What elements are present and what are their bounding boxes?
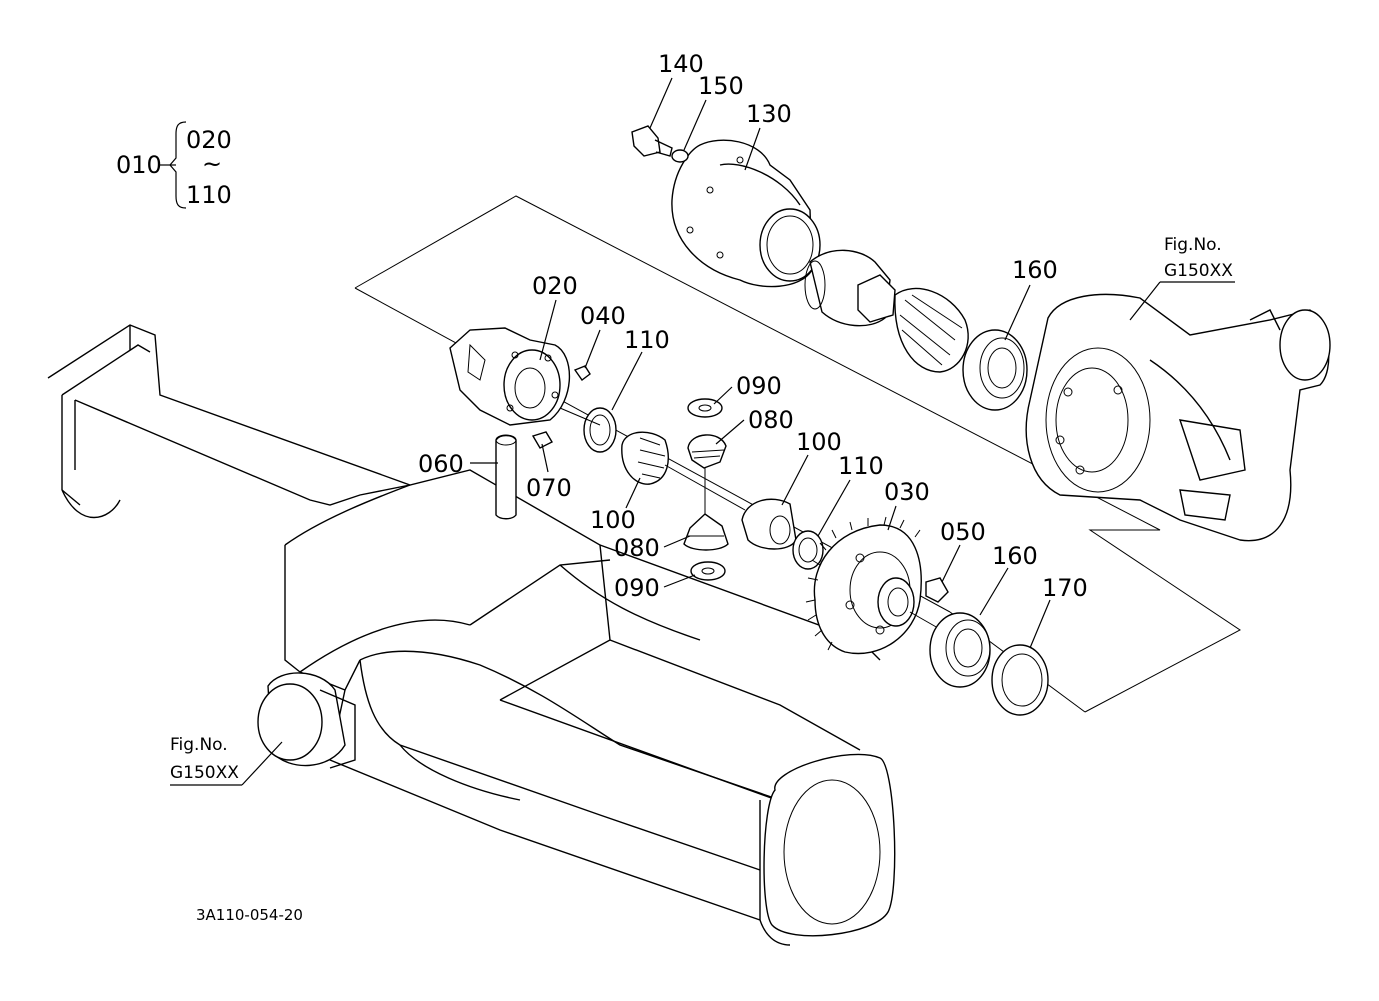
part-080-pinion-bottom <box>683 513 729 551</box>
part-020-diff-case <box>449 327 591 520</box>
right-gear-housing <box>1025 293 1331 542</box>
label-090-bottom: 090 <box>614 574 660 602</box>
part-160-bearing-bottom <box>929 612 991 688</box>
label-100-right: 100 <box>796 428 842 456</box>
label-160-bottom: 160 <box>992 542 1038 570</box>
drawing-code: 3A110-054-20 <box>196 906 303 924</box>
label-010: 010 <box>116 151 162 179</box>
part-100-side-gear-a <box>621 431 669 485</box>
fig-ref-code-left: G150XX <box>170 763 239 783</box>
part-030-ring-gear <box>805 516 949 655</box>
fig-ref-code-right: G150XX <box>1164 261 1233 281</box>
label-080-top: 080 <box>748 406 794 434</box>
label-100-left: 100 <box>590 506 636 534</box>
label-020: 020 <box>532 272 578 300</box>
axle-housing <box>47 324 896 946</box>
label-050: 050 <box>940 518 986 546</box>
part-160-bearing-top <box>962 329 1028 411</box>
label-bracket-first: 020 <box>186 126 232 154</box>
leader-lines <box>160 77 1235 786</box>
figure-reference-left: Fig.No. G150XX <box>170 735 239 783</box>
figure-reference-right: Fig.No. G150XX <box>1164 235 1233 281</box>
label-080-bottom: 080 <box>614 534 660 562</box>
label-110-left: 110 <box>624 326 670 354</box>
label-090-top: 090 <box>736 372 782 400</box>
label-150: 150 <box>698 72 744 100</box>
part-090-washer-bottom <box>690 561 726 581</box>
label-110-right: 110 <box>838 452 884 480</box>
label-060: 060 <box>418 450 464 478</box>
label-070: 070 <box>526 474 572 502</box>
part-170-seal <box>991 644 1049 716</box>
part-labels: 010 020 ~ 110 020 030 040 050 060 070 08… <box>116 50 1088 602</box>
part-090-washer-top <box>687 398 723 418</box>
part-110-washer-b <box>792 530 824 570</box>
fig-ref-prefix-left: Fig.No. <box>170 735 228 755</box>
label-170: 170 <box>1042 574 1088 602</box>
fig-ref-prefix-right: Fig.No. <box>1164 235 1222 255</box>
part-130-cover <box>631 125 821 288</box>
label-bracket-last: 110 <box>186 181 232 209</box>
label-bracket-tilde: ~ <box>202 150 222 178</box>
group-bracket <box>169 121 187 209</box>
spline-shaft-assembly <box>804 249 969 373</box>
part-110-washer-a <box>583 407 617 453</box>
label-040: 040 <box>580 302 626 330</box>
label-140: 140 <box>658 50 704 78</box>
label-160-top: 160 <box>1012 256 1058 284</box>
label-130: 130 <box>746 100 792 128</box>
label-030: 030 <box>884 478 930 506</box>
part-100-side-gear-b <box>741 498 797 550</box>
